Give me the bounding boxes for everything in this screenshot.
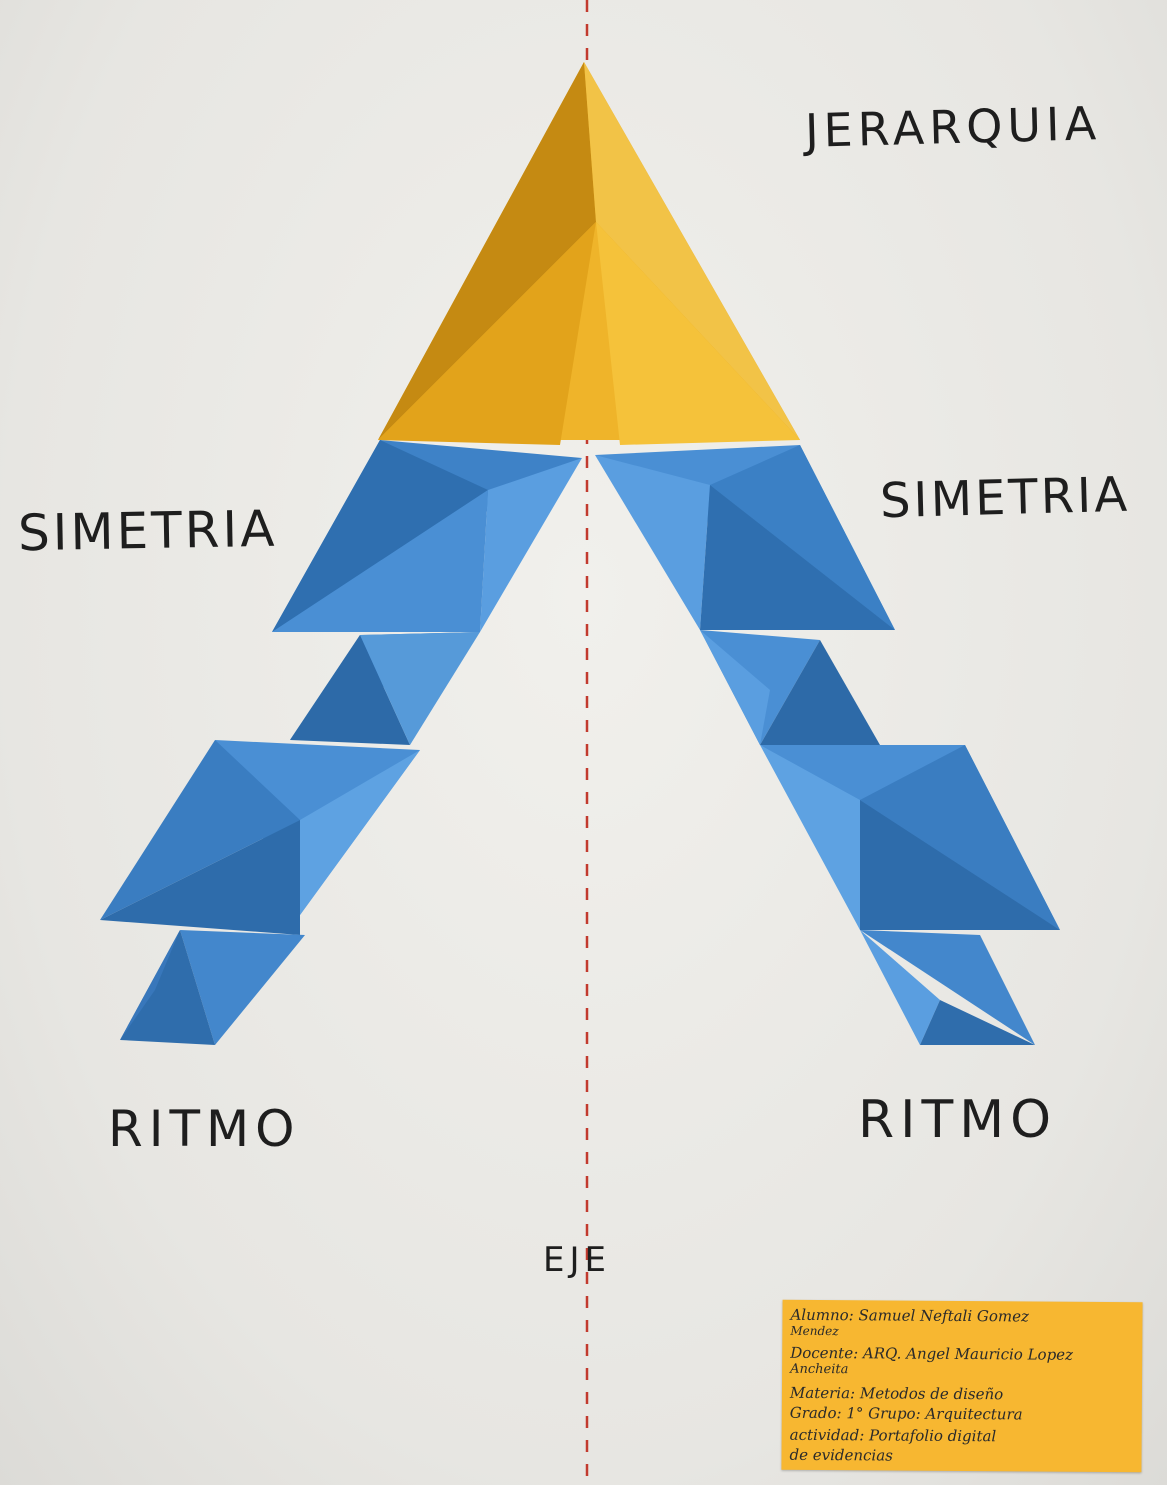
label-symmetry-right: SIMETRIA — [879, 467, 1130, 530]
label-hierarchy: JERARQUIA — [804, 96, 1101, 158]
blue-pyramids-right — [595, 445, 1060, 1045]
note-student-cont: Mendez — [790, 1324, 838, 1338]
note-subject: Materia: Metodos de diseño — [790, 1384, 1003, 1403]
gold-pyramid — [378, 62, 800, 445]
note-teacher-cont: Ancheita — [790, 1362, 848, 1377]
label-axis: EJE — [543, 1240, 611, 1280]
note-student: Alumno: Samuel Neftali Gomez — [790, 1306, 1029, 1326]
student-info-note: Alumno: Samuel Neftali Gomez Mendez Doce… — [781, 1300, 1142, 1473]
label-rhythm-left: RITMO — [108, 1100, 301, 1158]
label-rhythm-right: RITMO — [858, 1090, 1057, 1150]
note-grade-group: Grado: 1° Grupo: Arquitectura — [790, 1404, 1023, 1424]
note-teacher: Docente: ARQ. Angel Mauricio Lopez — [790, 1344, 1073, 1364]
note-activity: actividad: Portafolio digital — [790, 1426, 997, 1445]
label-symmetry-left: SIMETRIA — [18, 500, 278, 563]
note-activity-cont: de evidencias — [789, 1446, 892, 1465]
